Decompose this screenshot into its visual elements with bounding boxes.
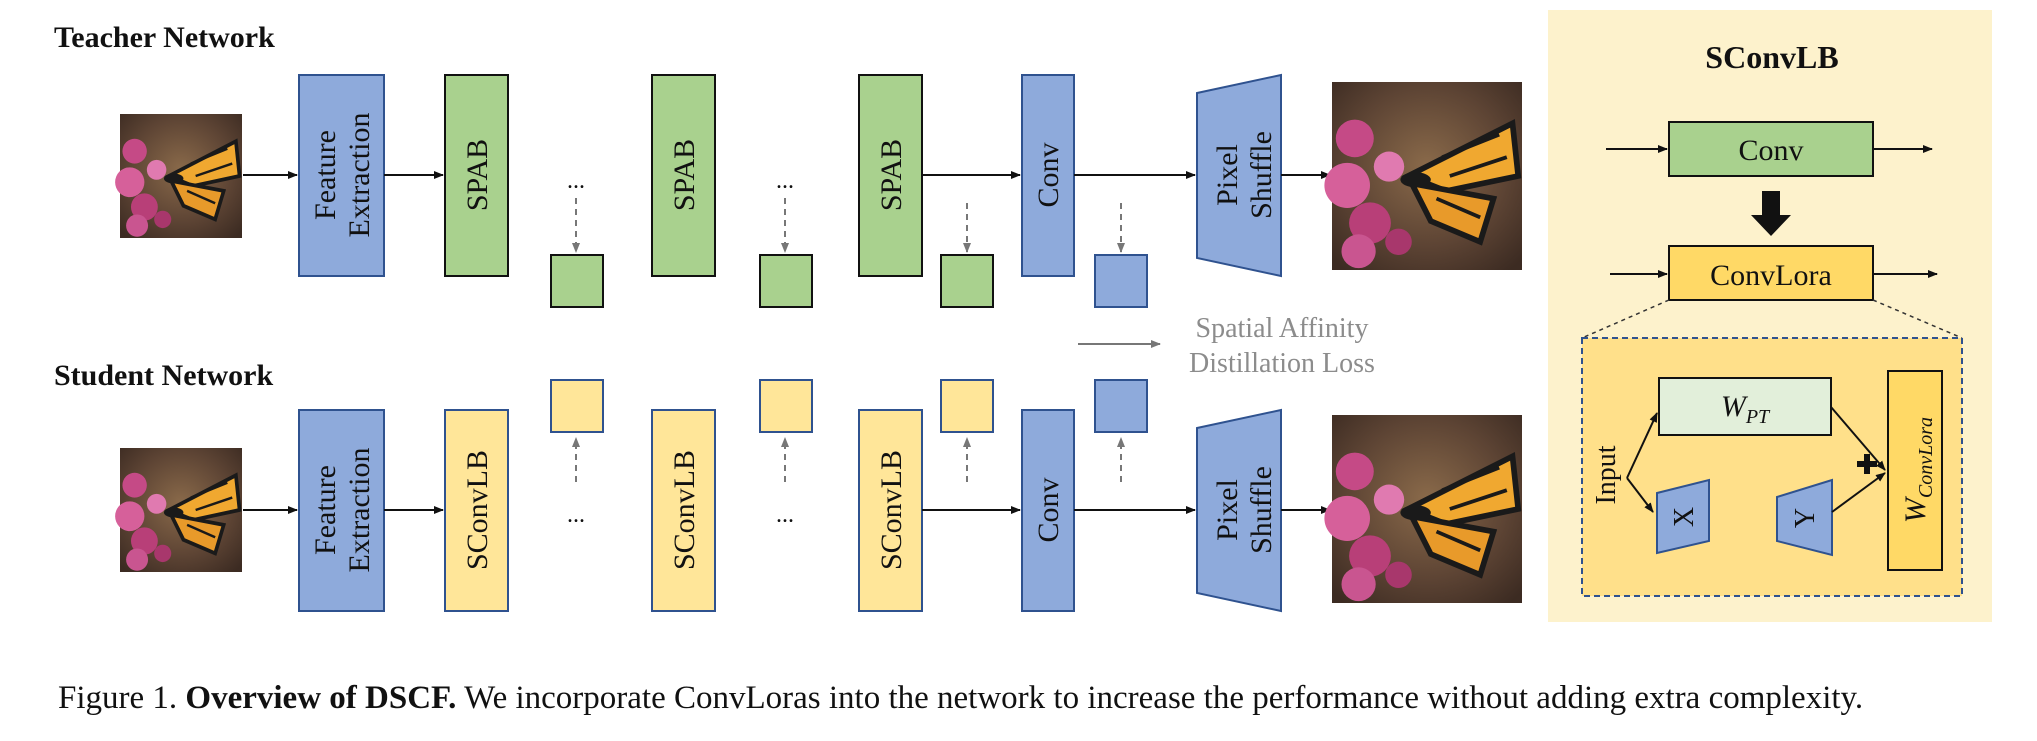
student-sconvlb-block-1: SConvLB bbox=[444, 409, 509, 612]
caption-text: We incorporate ConvLoras into the networ… bbox=[464, 680, 1864, 716]
teacher-feature-map-4 bbox=[1094, 254, 1148, 308]
student-feature-map-1 bbox=[550, 379, 604, 433]
feature-extraction-label-line1: Feature bbox=[309, 465, 342, 555]
spab-label: SPAB bbox=[668, 139, 701, 211]
teacher-network-title: Teacher Network bbox=[54, 21, 275, 54]
student-sconvlb-block-3: SConvLB bbox=[858, 409, 923, 612]
arrow-icon bbox=[1831, 472, 1886, 513]
spab-label: SPAB bbox=[461, 139, 494, 211]
sconvlb-label: SConvLB bbox=[461, 450, 494, 570]
student-feature-extraction-block: Feature Extraction bbox=[298, 409, 385, 612]
teacher-spab-block-3: SPAB bbox=[858, 74, 923, 277]
pixel-shuffle-label-line1: Pixel bbox=[1211, 144, 1244, 206]
arrow-icon bbox=[1626, 412, 1658, 479]
loss-legend-line2: Distillation Loss bbox=[1189, 348, 1375, 379]
w-convlora-symbol: W bbox=[1899, 495, 1932, 523]
pixel-shuffle-label-line2: Shuffle bbox=[1245, 466, 1278, 554]
figure-caption: Figure 1. Overview of DSCF. We incorpora… bbox=[58, 680, 2018, 717]
student-feature-map-2 bbox=[759, 379, 813, 433]
y-up-projection bbox=[1776, 478, 1833, 557]
teacher-spab-block-1: SPAB bbox=[444, 74, 509, 277]
panel-convlora-label: ConvLora bbox=[1710, 259, 1832, 292]
caption-prefix: Figure 1. bbox=[58, 680, 178, 716]
plus-icon bbox=[1857, 454, 1877, 474]
sconvlb-panel-title: SConvLB bbox=[1705, 39, 1838, 75]
w-convlora-subscript: ConvLora bbox=[1915, 417, 1937, 498]
x-label: X bbox=[1669, 507, 1700, 527]
teacher-spab-block-2: SPAB bbox=[651, 74, 716, 277]
teacher-ellipsis-1: ... bbox=[567, 168, 585, 194]
feature-extraction-label-line2: Extraction bbox=[343, 113, 376, 238]
student-feature-map-3 bbox=[940, 379, 994, 433]
caption-bold: Overview of DSCF. bbox=[185, 680, 457, 716]
arrow-icon bbox=[1626, 477, 1654, 513]
teacher-ellipsis-2: ... bbox=[776, 168, 794, 194]
student-conv-block: Conv bbox=[1021, 409, 1075, 612]
student-output-image bbox=[1324, 415, 1522, 603]
student-ellipsis-1: ... bbox=[567, 502, 585, 528]
conv-label: Conv bbox=[1032, 477, 1065, 542]
teacher-conv-block: Conv bbox=[1021, 74, 1075, 277]
loss-legend-line1: Spatial Affinity bbox=[1196, 313, 1369, 344]
arrow-icon bbox=[1830, 406, 1886, 471]
w-pt-block bbox=[1658, 377, 1832, 436]
spab-label: SPAB bbox=[875, 139, 908, 211]
teacher-output-image bbox=[1324, 82, 1522, 270]
student-pixel-shuffle-block: Pixel Shuffle bbox=[1196, 408, 1282, 613]
teacher-pixel-shuffle-block: Pixel Shuffle bbox=[1196, 73, 1282, 278]
student-input-image bbox=[113, 446, 244, 574]
sconvlb-label: SConvLB bbox=[668, 450, 701, 570]
zoom-guide-right bbox=[1872, 299, 1963, 339]
x-down-projection bbox=[1656, 478, 1710, 555]
student-network-title: Student Network bbox=[54, 359, 273, 392]
teacher-feature-extraction-block: Feature Extraction bbox=[298, 74, 385, 277]
teacher-input-image bbox=[113, 112, 244, 240]
w-convlora-label: WConvLora bbox=[1899, 417, 1937, 523]
teacher-feature-map-3 bbox=[940, 254, 994, 308]
panel-conv-block bbox=[1668, 121, 1874, 177]
pixel-shuffle-label-line2: Shuffle bbox=[1245, 131, 1278, 219]
w-pt-symbol: W bbox=[1721, 390, 1749, 423]
w-pt-subscript: PT bbox=[1745, 406, 1771, 428]
teacher-feature-map-2 bbox=[759, 254, 813, 308]
student-feature-map-4 bbox=[1094, 379, 1148, 433]
y-label: Y bbox=[1790, 508, 1821, 528]
student-sconvlb-block-2: SConvLB bbox=[651, 409, 716, 612]
teacher-feature-map-1 bbox=[550, 254, 604, 308]
panel-conv-label: Conv bbox=[1738, 134, 1803, 167]
input-label: Input bbox=[1591, 445, 1622, 504]
block-arrow-down-icon bbox=[1751, 191, 1791, 236]
feature-extraction-label-line2: Extraction bbox=[343, 448, 376, 573]
student-ellipsis-2: ... bbox=[776, 502, 794, 528]
feature-extraction-label-line1: Feature bbox=[309, 130, 342, 220]
sconvlb-label: SConvLB bbox=[875, 450, 908, 570]
sconvlb-panel: SConvLB Conv ConvLora Input WPT X Y WCon… bbox=[1548, 10, 1992, 622]
w-convlora-block bbox=[1887, 370, 1943, 571]
conv-label: Conv bbox=[1032, 142, 1065, 207]
w-pt-label: WPT bbox=[1721, 390, 1771, 428]
pixel-shuffle-label-line1: Pixel bbox=[1211, 479, 1244, 541]
